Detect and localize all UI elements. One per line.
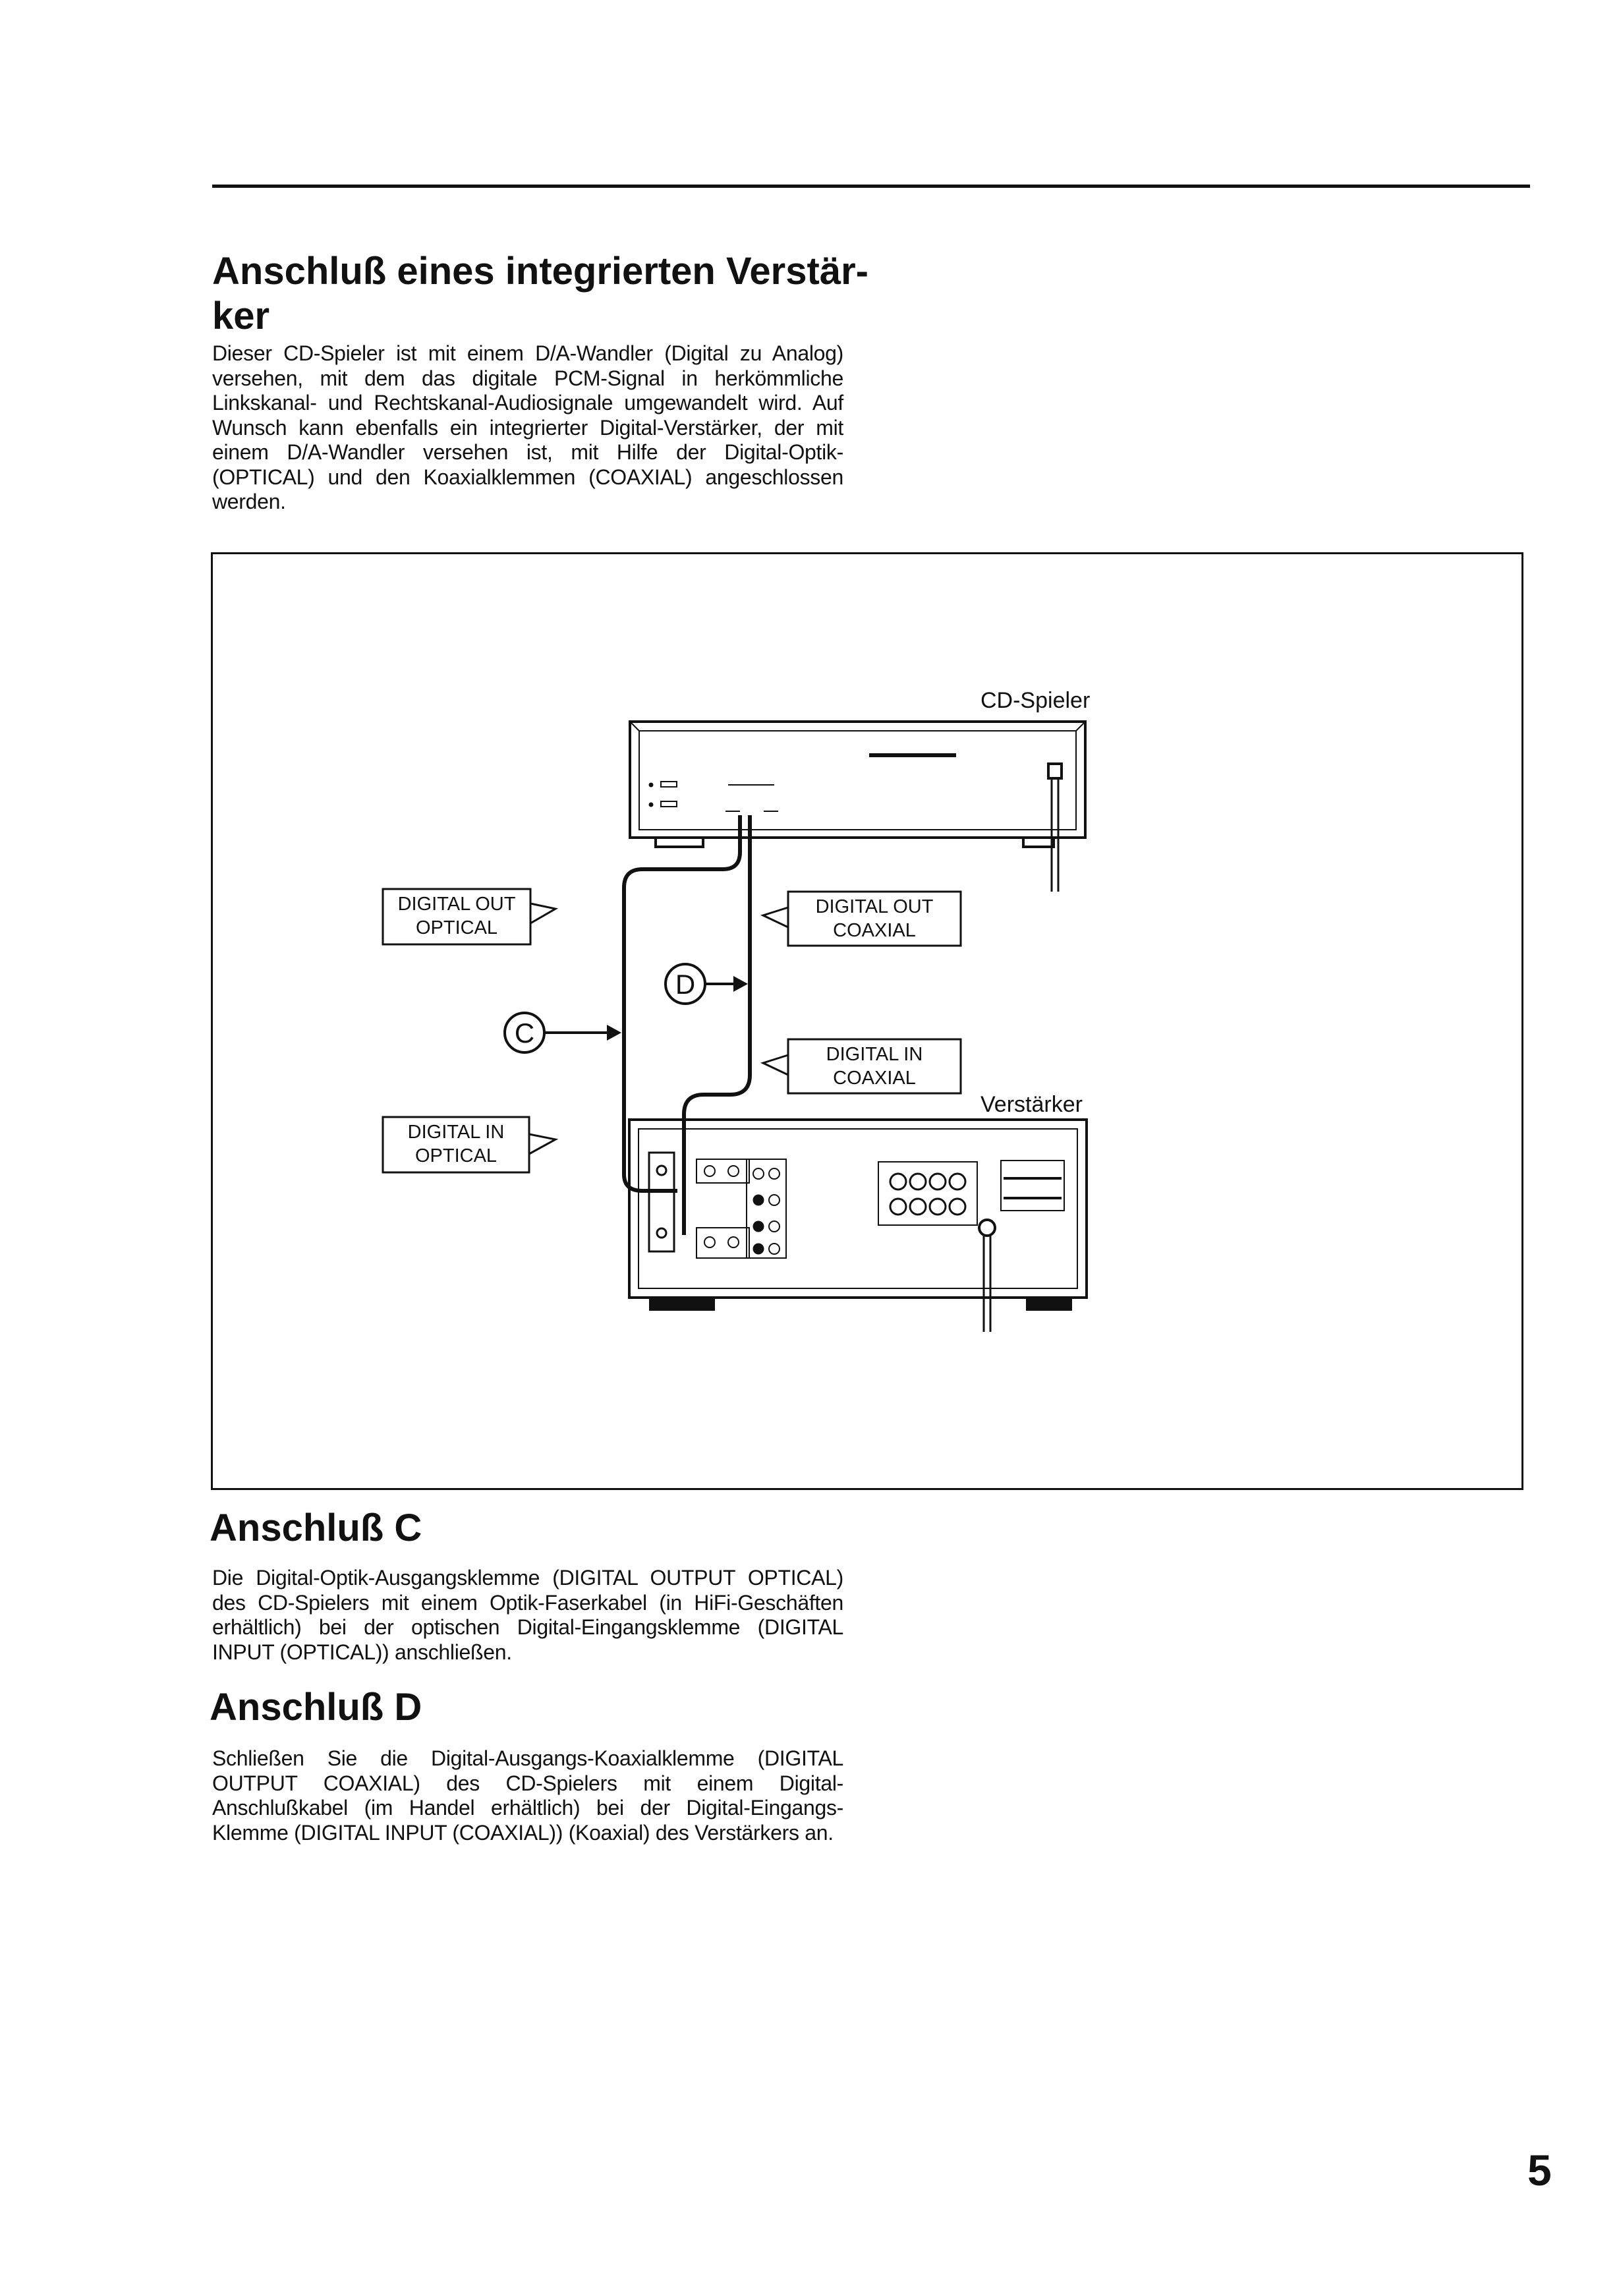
digital-out-coaxial-line2: COAXIAL bbox=[833, 920, 916, 941]
digital-in-coaxial-line1: DIGITAL IN bbox=[826, 1044, 923, 1065]
connection-diagram: CD-Spieler Verstärker bbox=[211, 552, 1523, 1490]
digital-in-coaxial-line2: COAXIAL bbox=[833, 1068, 916, 1089]
section-title-d: Anschluß D bbox=[210, 1686, 422, 1729]
digital-out-optical-line1: DIGITAL OUT bbox=[398, 894, 516, 915]
title-line-2: ker bbox=[212, 295, 270, 337]
digital-out-optical-line2: OPTICAL bbox=[416, 917, 497, 938]
section-title-c: Anschluß C bbox=[210, 1507, 422, 1549]
title-line-1: Anschluß eines integrierten Verstär- bbox=[212, 250, 868, 293]
cd-player-unit bbox=[629, 720, 1087, 892]
digital-in-optical-line2: OPTICAL bbox=[415, 1145, 497, 1166]
cables bbox=[622, 815, 752, 1235]
marker-c: C bbox=[503, 1012, 621, 1054]
label-digital-out-optical: DIGITAL OUT OPTICAL bbox=[382, 888, 559, 946]
label-digital-in-optical: DIGITAL IN OPTICAL bbox=[382, 1116, 559, 1174]
cd-player-label: CD-Spieler bbox=[980, 688, 1090, 713]
digital-in-optical-line1: DIGITAL IN bbox=[408, 1122, 505, 1143]
section-c-paragraph: Die Digital-Optik-Ausgangsklemme (DIGITA… bbox=[212, 1566, 843, 1664]
page-number: 5 bbox=[1527, 2146, 1552, 2195]
amplifier-label: Verstärker bbox=[980, 1092, 1083, 1117]
intro-paragraph: Dieser CD-Spieler ist mit einem D/A-Wand… bbox=[212, 341, 843, 513]
top-rule bbox=[212, 185, 1530, 188]
section-title-intro: Anschluß eines integrierten Verstär- ker bbox=[212, 249, 871, 339]
marker-c-letter: C bbox=[515, 1018, 534, 1048]
amplifier-unit bbox=[628, 1118, 1088, 1332]
marker-d-letter: D bbox=[675, 969, 695, 1000]
marker-d: D bbox=[664, 963, 748, 1005]
section-d-paragraph: Schließen Sie die Digital-Ausgangs-Koaxi… bbox=[212, 1746, 843, 1845]
digital-out-coaxial-line1: DIGITAL OUT bbox=[816, 896, 934, 917]
label-digital-out-coaxial: DIGITAL OUT COAXIAL bbox=[760, 890, 962, 947]
label-digital-in-coaxial: DIGITAL IN COAXIAL bbox=[760, 1038, 962, 1095]
